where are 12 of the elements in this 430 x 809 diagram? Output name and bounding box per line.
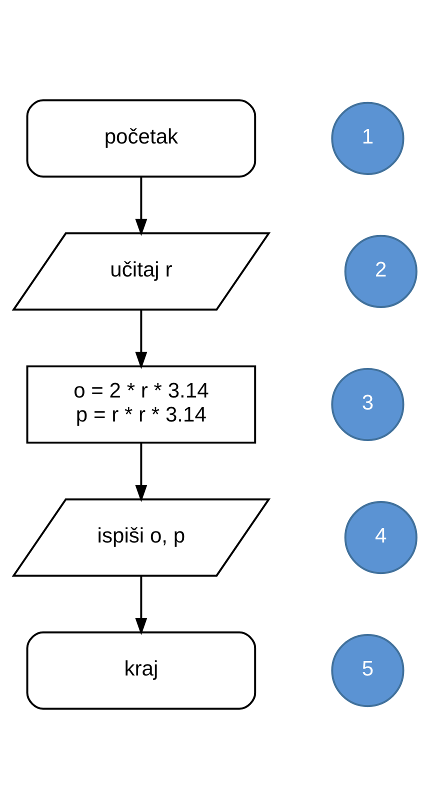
node-circle: 2	[344, 234, 418, 308]
arrow	[135, 576, 148, 636]
node-box: početak	[26, 99, 256, 178]
arrow	[135, 310, 148, 370]
arrow	[135, 442, 148, 502]
node-circle: 1	[331, 102, 404, 175]
node-box: o = 2 * r * 3.14 p = r * r * 3.14	[26, 365, 256, 444]
node-circle: 5	[331, 634, 404, 708]
arrow	[135, 176, 148, 236]
node-circle: 4	[344, 500, 418, 574]
node-circle: 3	[331, 368, 404, 442]
node-box: kraj	[26, 631, 256, 710]
